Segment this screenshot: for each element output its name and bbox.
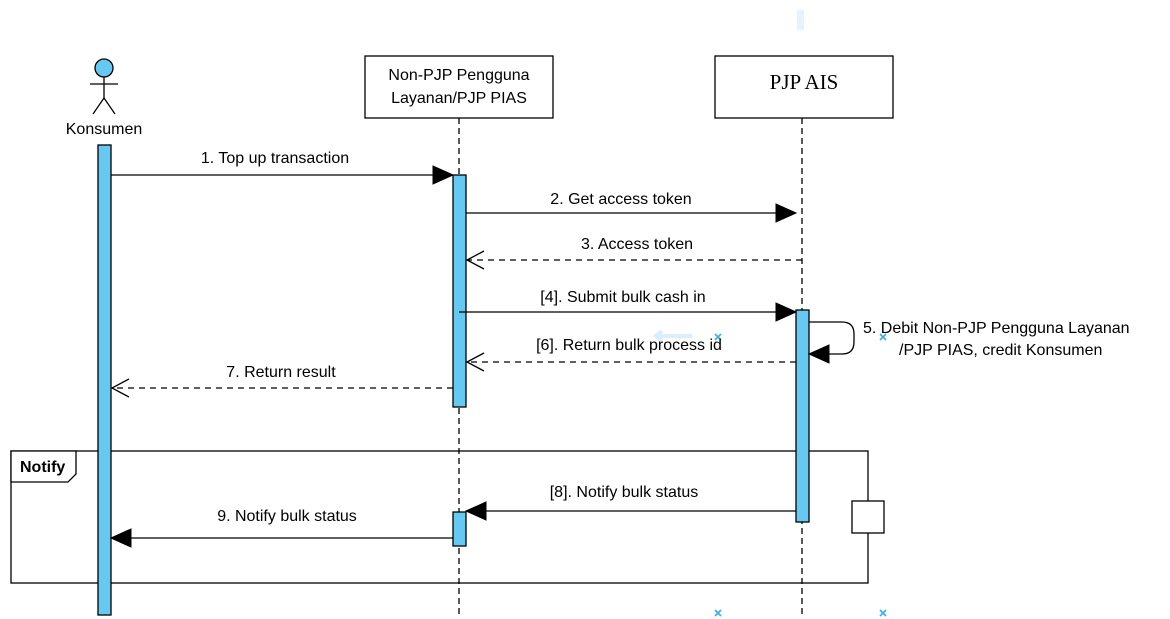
- message-label: 3. Access token: [581, 236, 693, 253]
- open-arrow-icon: [465, 250, 485, 270]
- selection-handle-icon[interactable]: [714, 609, 722, 617]
- message-label: 1. Top up transaction: [201, 150, 349, 167]
- participant-ais[interactable]: PJP AIS: [714, 55, 894, 119]
- message-label: [4]. Submit bulk cash in: [540, 289, 705, 306]
- message-label: 9. Notify bulk status: [217, 508, 357, 525]
- selection-handle-icon[interactable]: [879, 609, 887, 617]
- message-label: 7. Return result: [226, 364, 336, 381]
- message-6[interactable]: [6]. Return bulk process id: [465, 337, 796, 372]
- participant-pias-line2: Layanan/PJP PIAS: [391, 90, 527, 107]
- activation-pias-1: [452, 174, 467, 408]
- actor-head-icon: [94, 58, 114, 78]
- message-label: [8]. Notify bulk status: [550, 484, 699, 501]
- message-8[interactable]: [8]. Notify bulk status: [464, 484, 796, 521]
- message-label: 5. Debit Non-PJP Pengguna Layanan: [863, 320, 1130, 337]
- selection-handle-icon[interactable]: [879, 333, 887, 341]
- message-4[interactable]: [4]. Submit bulk cash in: [459, 289, 798, 322]
- message-9[interactable]: 9. Notify bulk status: [109, 508, 453, 548]
- arrow-head-icon: [109, 528, 132, 548]
- arrow-head-icon: [807, 344, 830, 364]
- open-arrow-icon: [110, 378, 130, 398]
- message-3[interactable]: 3. Access token: [465, 236, 802, 270]
- message-label: 2. Get access token: [550, 191, 691, 208]
- selection-handle-icon[interactable]: [714, 333, 722, 341]
- arrow-head-icon: [775, 302, 798, 322]
- actor-label: Konsumen: [66, 121, 143, 138]
- activation-konsumen: [97, 144, 112, 616]
- open-arrow-icon: [465, 352, 485, 372]
- actor-konsumen[interactable]: Konsumen: [66, 58, 143, 138]
- selection-artifact: [797, 10, 804, 30]
- message-label: /PJP PIAS, credit Konsumen: [899, 342, 1102, 359]
- arrow-head-icon: [432, 165, 455, 185]
- activation-ais: [795, 309, 810, 523]
- participant-pias-line1: Non-PJP Pengguna: [388, 67, 529, 84]
- arrow-head-icon: [464, 501, 487, 521]
- message-1[interactable]: 1. Top up transaction: [111, 150, 455, 185]
- activation-pias-2: [452, 511, 467, 547]
- message-2[interactable]: 2. Get access token: [466, 191, 798, 223]
- participant-pias[interactable]: Non-PJP Pengguna Layanan/PJP PIAS: [364, 55, 554, 119]
- message-7[interactable]: 7. Return result: [110, 364, 453, 398]
- message-label: [6]. Return bulk process id: [536, 337, 722, 354]
- message-5-self[interactable]: 5. Debit Non-PJP Pengguna Layanan /PJP P…: [807, 320, 1130, 364]
- arrow-head-icon: [775, 203, 798, 223]
- participant-ais-label: PJP AIS: [770, 70, 839, 94]
- fragment-resize-handle[interactable]: [851, 500, 885, 534]
- fragment-notify[interactable]: Notify: [10, 450, 885, 584]
- selection-artifact-arrow: [652, 329, 692, 343]
- fragment-label: Notify: [20, 459, 65, 476]
